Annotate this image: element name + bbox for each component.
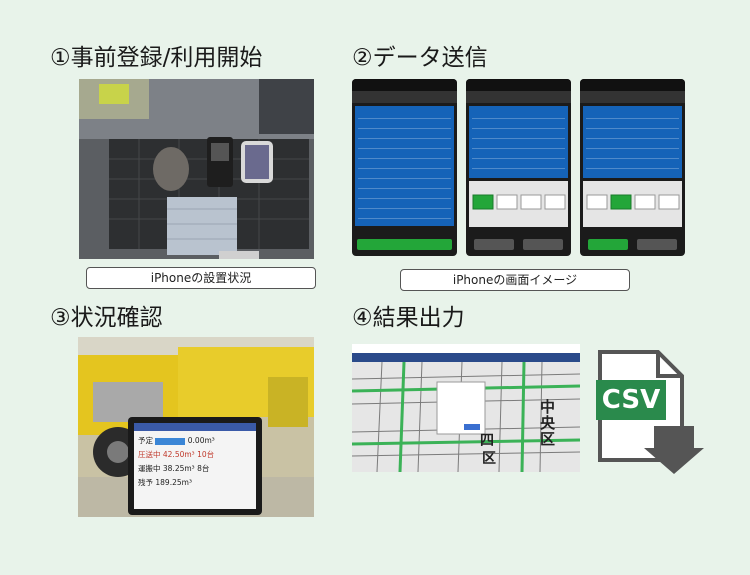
section-3-title: ③状況確認 — [50, 305, 163, 331]
status-steps-graphic — [472, 194, 566, 210]
section-2-title: ②データ送信 — [352, 45, 488, 71]
status-steps-graphic — [586, 194, 680, 210]
phone-screen-1 — [352, 79, 457, 256]
phone-screen-3 — [580, 79, 685, 256]
iphone-installation-photo — [79, 79, 314, 259]
start-button-graphic — [357, 239, 452, 250]
monitor-tablet: 予定 0.00m³ 圧送中 42.50m³ 10台 運搬中 38.25m³ 8台… — [128, 417, 262, 515]
csv-document-icon — [596, 350, 704, 474]
phone-screen-caption: iPhoneの画面イメージ — [400, 269, 630, 291]
iphone-installation-caption: iPhoneの設置状況 — [86, 267, 316, 289]
monitor-row-remaining: 残予 189.25m³ — [138, 478, 192, 487]
monitor-row-planned: 予定 0.00m³ — [138, 436, 215, 445]
phone-screen-2 — [466, 79, 571, 256]
section-1-title: ①事前登録/利用開始 — [50, 45, 263, 71]
monitor-row-transport: 運搬中 38.25m³ 8台 — [138, 464, 210, 473]
map-label-b: 区 — [482, 451, 496, 467]
section-4-title: ④結果出力 — [352, 305, 465, 331]
map-label-a: 四 — [480, 433, 494, 449]
installation-scene-illustration — [79, 79, 314, 259]
csv-file-icon: CSV — [596, 350, 706, 475]
monitor-row-pumping: 圧送中 42.50m³ 10台 — [138, 450, 215, 459]
status-monitor-photo: 予定 0.00m³ 圧送中 42.50m³ 10台 運搬中 38.25m³ 8台… — [78, 337, 314, 517]
truck-scene-illustration — [78, 337, 314, 517]
map-district-label: 中央区 — [540, 398, 556, 448]
csv-label: CSV — [601, 385, 661, 415]
map-illustration — [352, 344, 580, 472]
result-map-screenshot: 中央区 四 区 — [352, 344, 580, 472]
